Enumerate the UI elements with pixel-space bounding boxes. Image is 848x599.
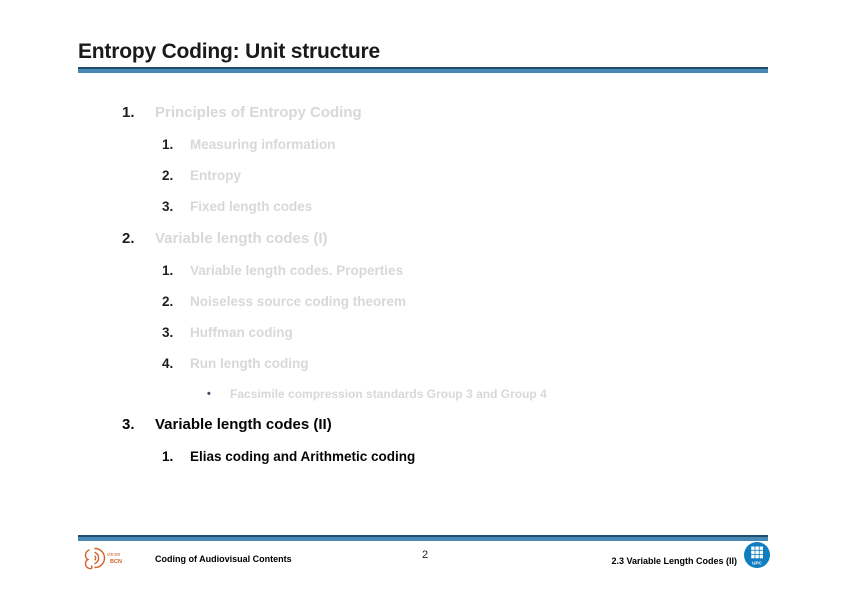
ear-waves-icon: vircon BCN	[84, 547, 122, 570]
slide-title: Entropy Coding: Unit structure	[78, 40, 380, 63]
outline-item: 1. Variable length codes. Properties	[78, 263, 798, 294]
outline-item-number: 1.	[122, 104, 135, 121]
outline-item-label: Variable length codes. Properties	[190, 263, 404, 278]
outline-item-number: 2.	[162, 294, 174, 309]
outline-item-number: 2.	[122, 230, 135, 247]
outline-item-label: Measuring information	[190, 137, 336, 152]
outline-item-label: Elias coding and Arithmetic coding	[190, 449, 416, 464]
bullet-icon: •	[207, 388, 211, 400]
outline-item-number: 1.	[162, 137, 174, 152]
outline-item-label: Run length coding	[190, 356, 309, 371]
outline-item: • Facsimile compression standards Group …	[78, 387, 798, 416]
outline-item-number: 3.	[162, 199, 174, 214]
outline-item: 2. Entropy	[78, 168, 798, 199]
outline-item-label: Variable length codes (II)	[155, 416, 332, 433]
outline-item-number: 2.	[162, 168, 174, 183]
footer-course-title: Coding of Audiovisual Contents	[155, 554, 292, 564]
left-logo-text-top: vircon	[107, 552, 121, 558]
outline-item: 1. Measuring information	[78, 137, 798, 168]
title-underline-rule	[78, 67, 768, 73]
outline-item: 2. Variable length codes (I)	[78, 230, 798, 263]
outline-item-label: Variable length codes (I)	[155, 230, 328, 247]
outline-item-number: 3.	[122, 416, 135, 433]
upc-logo: UPC	[743, 541, 771, 574]
outline-item: 4. Run length coding	[78, 356, 798, 387]
outline-item-number: 4.	[162, 356, 174, 371]
page-number: 2	[421, 549, 429, 561]
outline-item-label: Huffman coding	[190, 325, 293, 340]
outline-item: 1. Principles of Entropy Coding	[78, 104, 798, 137]
outline-item-label: Principles of Entropy Coding	[155, 104, 362, 121]
outline-item-current: 1. Elias coding and Arithmetic coding	[78, 449, 798, 480]
outline-item: 2. Noiseless source coding theorem	[78, 294, 798, 325]
outline-item-number: 1.	[162, 263, 174, 278]
footer-rule	[78, 535, 768, 541]
outline-item-label: Entropy	[190, 168, 242, 183]
footer-section-title: 2.3 Variable Length Codes (II)	[611, 556, 737, 566]
left-logo-text-bottom: BCN	[110, 559, 122, 565]
outline-item-label: Fixed length codes	[190, 199, 313, 214]
upc-circle-icon: UPC	[744, 542, 770, 568]
outline-item-label: Facsimile compression standards Group 3 …	[230, 387, 547, 401]
outline-item-current: 3. Variable length codes (II)	[78, 416, 798, 449]
outline-item: 3. Fixed length codes	[78, 199, 798, 230]
outline-item-label: Noiseless source coding theorem	[190, 294, 407, 309]
upc-logo-text: UPC	[752, 561, 762, 566]
unit-outline-list: 1. Principles of Entropy Coding 1. Measu…	[78, 104, 798, 480]
outline-item: 3. Huffman coding	[78, 325, 798, 356]
outline-item-number: 1.	[162, 449, 174, 464]
vircon-bcn-logo: vircon BCN	[80, 542, 132, 579]
outline-item-number: 3.	[162, 325, 174, 340]
